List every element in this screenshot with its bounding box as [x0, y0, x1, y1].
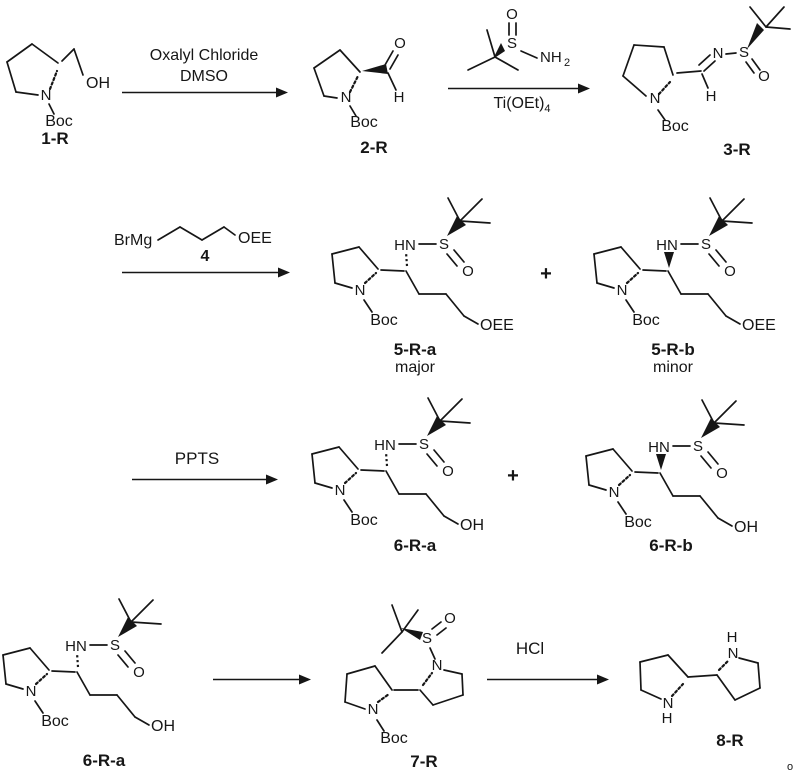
atom-label-Boc: Boc [45, 113, 73, 130]
structure-1R: N OH Boc [6, 43, 110, 130]
bonds [467, 22, 538, 71]
compound-label-7R: 7-R [410, 752, 438, 771]
arrowhead-icon [276, 87, 288, 98]
structure-3R: N Boc H N S O [622, 6, 791, 135]
bonds [313, 49, 399, 117]
reaction-arrow-2 [448, 83, 590, 94]
structure-6Ra: OH [310, 396, 484, 534]
atom-label-Boc: Boc [380, 730, 408, 747]
atom-label-N-left: N [663, 695, 674, 712]
atom-label-NH-sub: 2 [564, 57, 570, 69]
bonds [344, 604, 464, 732]
atom-label-N: N [650, 90, 661, 107]
reagent-hcl: HCl [515, 639, 545, 658]
compound-note-major: major [394, 359, 435, 376]
reagent-ti-oet4: Ti(OEt)4 [447, 95, 597, 115]
plus-sign: + [540, 263, 552, 285]
stereo-wedge-bond [656, 454, 666, 470]
atom-label-H-left: H [662, 710, 673, 727]
structure-2R: N O H Boc [313, 35, 406, 131]
compound-label-5Ra: 5-R-a [393, 340, 437, 359]
reagent-ppts: PPTS [174, 449, 220, 468]
bonds [639, 654, 761, 701]
atom-label-Boc: Boc [661, 118, 689, 135]
reagent-oxalyl-chloride: Oxalyl Chloride [149, 47, 259, 64]
plus-sign: + [507, 465, 519, 487]
compound-label-6Rb: 6-R-b [649, 536, 693, 555]
reagent-dmso: DMSO [180, 68, 228, 85]
atom-label-H: H [706, 88, 717, 105]
structure-8R: N H N H [639, 629, 761, 727]
atom-label-S: S [422, 630, 432, 647]
atom-label-OH: OH [151, 718, 175, 735]
structure-7R: S O N N Boc [344, 604, 464, 747]
arrowhead-icon [266, 474, 278, 485]
atom-label-OH: OH [734, 519, 758, 536]
structure-6Rb: OH [584, 398, 758, 536]
structure-6Ra-repeat: OH [1, 597, 175, 735]
atom-label-O: O [394, 35, 406, 52]
atom-label-N-left: N [368, 701, 379, 718]
reagent-grignard-structure: BrMg OEE [114, 226, 272, 249]
atom-label-OEE: OEE [742, 317, 776, 334]
atom-label-H-right: H [727, 629, 738, 646]
atom-label-NH: NH [540, 49, 562, 66]
stereo-hash-bond [384, 451, 389, 467]
compound-label-3R: 3-R [723, 140, 751, 159]
bonds [6, 43, 84, 115]
atom-label-BrMg: BrMg [114, 232, 152, 249]
atom-label-OEE: OEE [480, 317, 514, 334]
atom-label-OH: OH [86, 75, 110, 92]
reaction-arrow-4 [132, 474, 278, 485]
compound-label-5Rb: 5-R-b [651, 340, 695, 359]
ti-oet4-subscript: 4 [544, 103, 551, 115]
structure-5Ra: OEE [330, 196, 514, 334]
reaction-arrow-5 [213, 674, 311, 685]
atom-label-N-right: N [728, 645, 739, 662]
reaction-arrow-6 [487, 674, 609, 685]
structure-5Rb: OEE [592, 196, 776, 334]
atom-label-N: N [41, 87, 52, 104]
arrowhead-icon [278, 267, 290, 278]
compound-label-6Ra-repeat: 6-R-a [82, 751, 126, 770]
atom-label-H: H [394, 89, 405, 106]
atom-label-N-right: N [432, 657, 443, 674]
compound-label-8R: 8-R [716, 731, 744, 750]
compound-label-4: 4 [200, 248, 210, 265]
arrowhead-icon [299, 674, 311, 685]
atom-label-N-imine: N [713, 45, 724, 62]
bonds [157, 226, 236, 241]
ti-oet4-main: Ti(OEt) [493, 95, 545, 112]
reagent-sulfinamide-structure: S O NH 2 [467, 6, 570, 71]
atom-label-O: O [506, 6, 518, 23]
arrowhead-icon [597, 674, 609, 685]
stereo-hash-bond [75, 652, 80, 668]
atom-label-S: S [507, 35, 517, 52]
atom-label-OEE: OEE [238, 230, 272, 247]
arrowhead-icon [578, 83, 590, 94]
atom-label-OH: OH [460, 517, 484, 534]
compound-label-1R: 1-R [41, 129, 69, 148]
atom-label-Boc: Boc [350, 114, 378, 131]
compound-label-6Ra: 6-R-a [393, 536, 437, 555]
reaction-arrow-1 [122, 87, 288, 98]
compound-note-minor: minor [652, 359, 693, 376]
reaction-arrow-3 [122, 267, 290, 278]
atom-label-O: O [758, 68, 770, 85]
atom-label-S: S [739, 44, 749, 61]
bonds [622, 6, 791, 121]
atom-label-N: N [341, 89, 352, 106]
stereo-hash-bond [404, 251, 409, 267]
corner-mark: o [787, 761, 794, 773]
stereo-wedge-bond [664, 252, 674, 268]
atom-label-O: O [444, 610, 456, 627]
compound-label-2R: 2-R [360, 138, 388, 157]
